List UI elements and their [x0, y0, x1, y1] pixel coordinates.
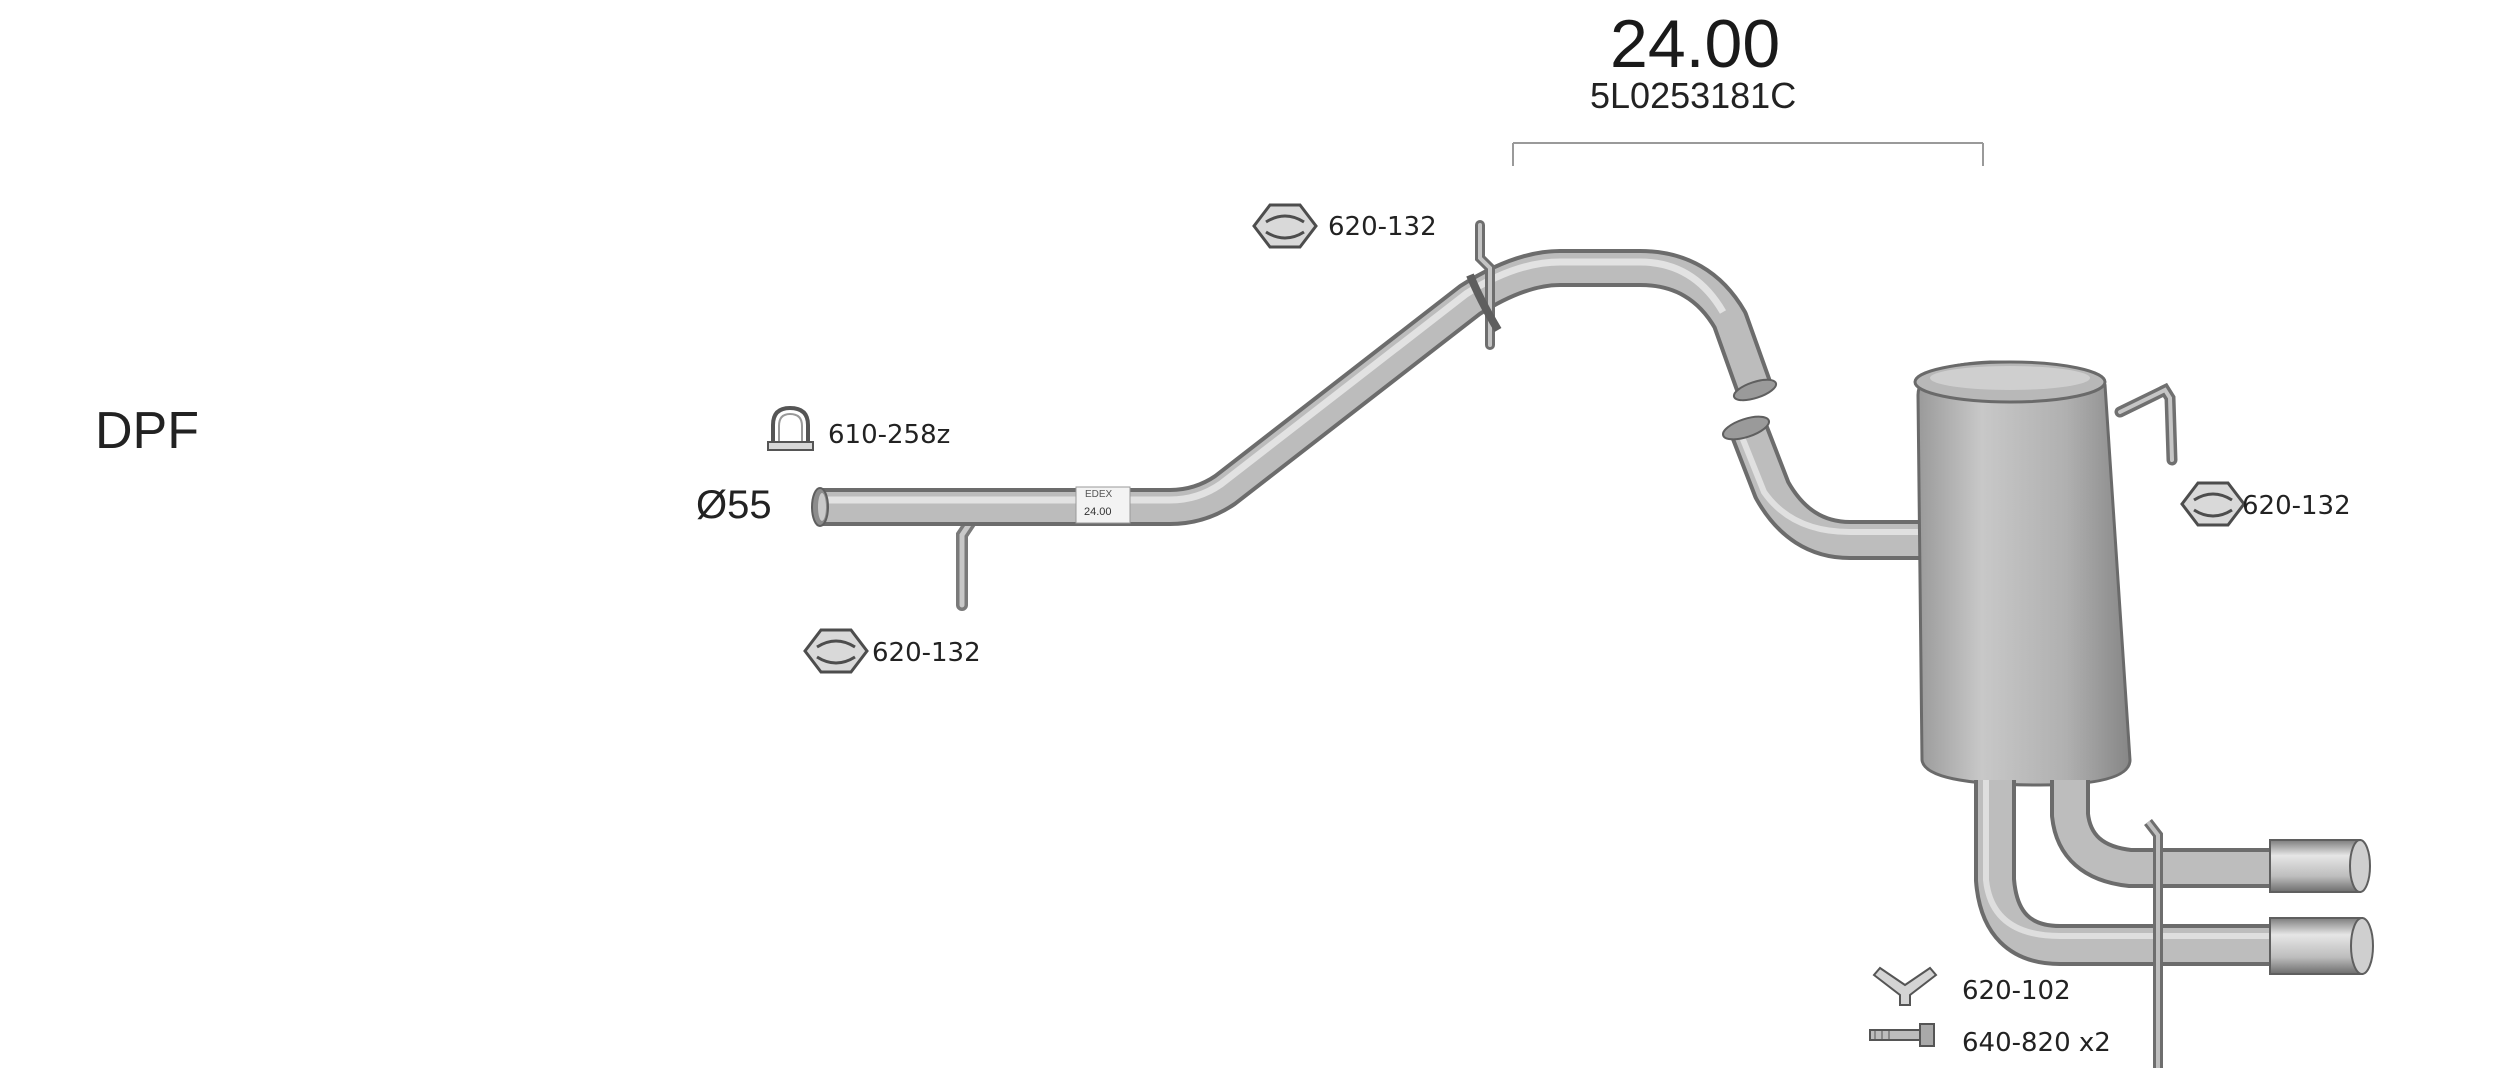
bracket-part-number: 620-102: [1962, 976, 2071, 1006]
rubber-hanger-icon-bottom: [803, 628, 869, 674]
rear-muffler: [1913, 360, 2132, 787]
hanger-bottom-part-number: 620-132: [872, 638, 981, 668]
section-label: DPF: [95, 402, 199, 460]
pipe-stamp-brand: EDEX: [1085, 489, 1113, 500]
bolt-icon: [1869, 1023, 1935, 1047]
hanger-top-part-number: 620-132: [1328, 212, 1437, 242]
front-hanger-rod: [956, 514, 978, 611]
rubber-hanger-icon-top: [1252, 203, 1318, 249]
assembly-dimension-bracket: [1512, 142, 1984, 166]
muffler-hanger-rod: [2114, 382, 2178, 466]
assembly-number: 24.00: [1610, 6, 1781, 82]
pipe-stamp-sticker: [1075, 486, 1131, 524]
bolt-part-number: 640-820 x2: [1962, 1028, 2111, 1058]
hanger-right-part-number: 620-132: [2242, 491, 2351, 521]
muffler-inlet-pipe: [1722, 415, 1930, 560]
bracket-icon: [1872, 966, 1938, 1006]
pipe-stamp-number: 24.00: [1084, 506, 1112, 518]
u-bolt-clamp-icon: [767, 405, 814, 451]
inlet-pipe: [811, 249, 1778, 527]
tailpipes: [1974, 780, 2374, 1068]
upper-pipe-hanger: [1466, 220, 1502, 350]
oem-reference: 5L0253181C: [1590, 75, 1797, 116]
pipe-diameter-label: Ø55: [696, 483, 772, 527]
clamp-part-number: 610-258z: [828, 420, 951, 450]
rubber-hanger-icon-right: [2180, 481, 2246, 527]
